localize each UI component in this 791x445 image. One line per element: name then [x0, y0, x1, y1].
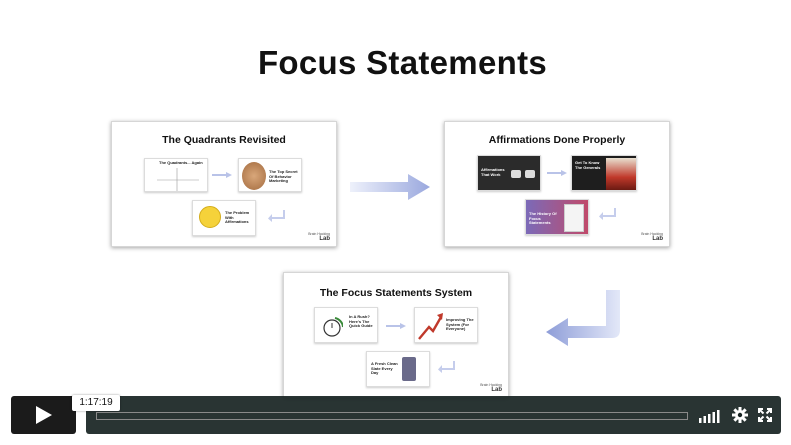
mini-card-label: The History Of Focus Statements	[529, 211, 557, 226]
mini-card-label: Improving The System (For Everyone)	[446, 317, 474, 332]
mini-card-label: The Quadrants... Again	[159, 160, 203, 165]
mini-card-label: Get To Know The Generals	[575, 160, 601, 170]
arrow-right-icon	[212, 172, 232, 178]
slide-thumbnail-quadrants: The Quadrants Revisited The Quadrants...…	[111, 121, 337, 247]
mini-card-label: A Fresh Clean Slate Every Day	[371, 361, 398, 376]
mini-card-label: Affirmations That Work	[481, 167, 505, 177]
confused-emoji-image	[199, 206, 221, 228]
general-portrait-image	[606, 158, 636, 190]
wooden-disc-image	[242, 162, 266, 190]
mini-card-label: In A Rush? Here's The Quick Guide	[349, 314, 373, 329]
player-controls-bar	[86, 396, 781, 434]
mini-card-history: The History Of Focus Statements	[525, 199, 589, 235]
timestamp-tooltip: 1:17:19	[72, 395, 120, 411]
thumbnail-title: Affirmations Done Properly	[488, 134, 626, 146]
mini-card-quick-guide: In A Rush? Here's The Quick Guide	[314, 307, 378, 343]
mini-card-problem: The Problem With Affirmations	[192, 200, 256, 236]
brand-logo: Brain Hacking Lab	[308, 232, 330, 242]
stopwatch-icon	[323, 317, 343, 337]
mini-card-affirmations-work: Affirmations That Work	[477, 155, 541, 191]
mini-card-fresh-slate: A Fresh Clean Slate Every Day	[366, 351, 430, 387]
mini-card-label: The Top Secret Of Behavior Marketing	[269, 169, 298, 184]
big-arrow-right-icon	[350, 174, 430, 200]
device-image	[402, 357, 416, 381]
thumbnail-title: The Quadrants Revisited	[162, 134, 286, 146]
arrow-right-icon	[547, 170, 567, 176]
mini-card-label: The Problem With Affirmations	[225, 210, 250, 225]
brand-logo: Brain Hacking Lab	[641, 232, 663, 242]
thumbs-up-icon	[511, 170, 521, 178]
progress-bar[interactable]	[96, 412, 688, 420]
thumbnail-title: The Focus Statements System	[319, 287, 473, 299]
return-arrow-icon	[438, 361, 455, 373]
brand-logo: Brain Hacking Lab	[480, 383, 502, 393]
return-arrow-icon	[599, 208, 616, 220]
big-return-arrow-icon	[546, 290, 620, 346]
volume-bars-icon[interactable]	[699, 409, 721, 423]
return-arrow-icon	[268, 210, 285, 222]
mini-card-quadrants: The Quadrants... Again	[144, 158, 208, 192]
arrow-right-icon	[386, 323, 406, 329]
slide-thumbnail-affirmations: Affirmations Done Properly Affirmations …	[444, 121, 670, 247]
slide-title: Focus Statements	[257, 44, 548, 81]
play-icon	[36, 406, 52, 424]
document-image	[564, 204, 584, 232]
mini-card-generals: Get To Know The Generals	[571, 155, 637, 191]
gear-icon[interactable]	[732, 407, 748, 423]
quadrant-graph-icon	[157, 168, 199, 191]
trend-up-icon	[418, 313, 443, 340]
slide-thumbnail-system: The Focus Statements System In A Rush? H…	[283, 272, 509, 398]
fullscreen-icon[interactable]	[758, 408, 772, 422]
mini-card-top-secret: The Top Secret Of Behavior Marketing	[238, 158, 302, 192]
mini-card-improving: Improving The System (For Everyone)	[414, 307, 478, 343]
thumbs-up-icon	[525, 170, 535, 178]
play-button[interactable]	[11, 396, 76, 434]
